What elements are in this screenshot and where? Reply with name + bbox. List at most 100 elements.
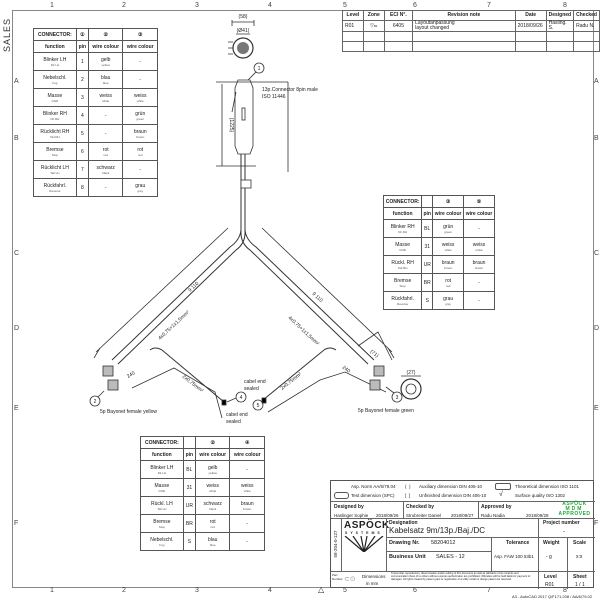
callout-1-number: 1 [258, 66, 261, 72]
level: R01 [545, 582, 555, 588]
wire-colour-cell: - [463, 291, 495, 310]
dim-1225: (1225) [228, 118, 234, 133]
wire-colour: grau [135, 182, 146, 189]
grid-column-8: 8 [563, 587, 567, 594]
sealed-label-a2: sealed [244, 386, 259, 392]
tolerance: Asp. FAW 100 53b1 [494, 554, 534, 559]
sub-cable-right: 2x0,75mm² [280, 371, 304, 391]
approved-date: 2018/09/28 [526, 513, 549, 518]
wire-colour-english: yellow [208, 470, 217, 475]
aux-dim-symbol: ( ) [405, 484, 411, 489]
grid-column-2: 2 [122, 587, 126, 594]
business-unit: SALES - 12 [436, 554, 465, 560]
wire-colour: braun [133, 128, 147, 135]
wire-colour-english: white [475, 247, 483, 252]
surface-check-icon: √ [499, 491, 503, 498]
function-cell: Rückfahrl.Reverse [382, 291, 423, 310]
checked-date: 2018/09/27 [451, 513, 474, 518]
wire-colour: rot [137, 146, 144, 153]
wire-colour-english: grey [445, 301, 452, 306]
grid-row-C: C [14, 250, 20, 257]
grid-column-1: 1 [50, 587, 54, 594]
pin-cell: S [182, 532, 196, 551]
dimension-symbol-icon: ⊂⊙ [344, 576, 356, 583]
scale-label: Scale [573, 540, 587, 546]
designation: Kabelsatz 9m/13p./Baj./DC [389, 526, 486, 535]
dim-d41: (Ø41) [237, 28, 250, 34]
mdm-approved-stamp: ASPÖCK MDM APPROVED [558, 501, 591, 517]
designation-label: Designation [389, 520, 418, 526]
pin-cell: 31 [182, 478, 196, 497]
wire-colour-english: white [444, 247, 452, 252]
wire-colour: weiss [206, 482, 219, 489]
grid-column-6: 6 [413, 587, 417, 594]
wire-colour: - [246, 520, 249, 527]
callout-4 [235, 391, 247, 403]
grid-row-D: D [594, 325, 600, 332]
function-english: Dir.RH [50, 116, 60, 121]
grid-column-7: 7 [487, 587, 491, 594]
wire-colour-english: green [444, 229, 452, 234]
wire-colour: gelb [207, 464, 218, 471]
wire-colour-english: brown [444, 265, 453, 270]
scale: x:x [576, 554, 583, 560]
aux-dim: Auxiliary dimension DIN 406-10 [419, 484, 483, 489]
footer-format: A3 - AutoCAD 2017 Q/F171.208 / AA/6/79.0… [511, 594, 592, 599]
dim-240-right: 240 [341, 365, 351, 375]
theo-dim-symbol [495, 483, 511, 490]
wire-colour-english: white [102, 98, 110, 103]
function-name: Rücklicht RH [40, 128, 70, 135]
function-name: Rückfahrl. [391, 295, 414, 302]
wire-colour: weiss [472, 241, 486, 248]
connector-3-label: 5p Bayonet female green [358, 408, 414, 414]
dim-58: (58) [239, 14, 248, 20]
wire-colour-english: brown [474, 265, 484, 270]
function-name: Rücklicht LH [40, 164, 69, 171]
function-cell: Nebelschl.Fog [33, 70, 77, 89]
grid-column-4: 4 [268, 587, 272, 594]
wire-colour-english: white [136, 98, 144, 103]
callout-3 [391, 391, 403, 403]
function-name: Blinker RH [42, 110, 67, 117]
function-name: Blinker LH [150, 464, 174, 471]
grid-row-B: B [14, 135, 19, 142]
part-number-label: Part Number [332, 573, 343, 581]
wire-colour-english: blue [102, 80, 109, 85]
wire-colour: - [478, 225, 480, 232]
function-english: Tail LH [50, 170, 60, 175]
pin-cell: 8 [75, 178, 89, 197]
dim-27: (27) [407, 370, 416, 376]
function-english: Tail LH [157, 506, 167, 511]
function-english: Stop [158, 524, 165, 529]
grid-column-6: 6 [413, 2, 417, 9]
approved-by-label: Approved by [481, 504, 512, 510]
grid-row-E: E [14, 405, 19, 412]
callout-3-number: 3 [396, 395, 399, 401]
checked-by-label: Checked by [406, 504, 435, 510]
sheet: 1 / 1 [575, 582, 585, 588]
wire-colour: weiss [240, 482, 254, 489]
wire-colour-english: white [243, 488, 251, 493]
function-english: Stop [51, 152, 58, 157]
aspoeck-logo-sub: SYSTEMS [345, 531, 383, 535]
dimensions-unit: in mm [366, 581, 379, 586]
function-name: Masse [154, 482, 170, 489]
connector-1-standard: ISO 11446 [262, 94, 286, 100]
sealed-end-5 [261, 397, 267, 404]
cable-right: 4x0,75+1x1,5mm² [287, 315, 321, 347]
wire-colour-cell: - [229, 532, 265, 551]
connector-1-body [234, 79, 254, 155]
grid-row-A: A [594, 78, 599, 85]
